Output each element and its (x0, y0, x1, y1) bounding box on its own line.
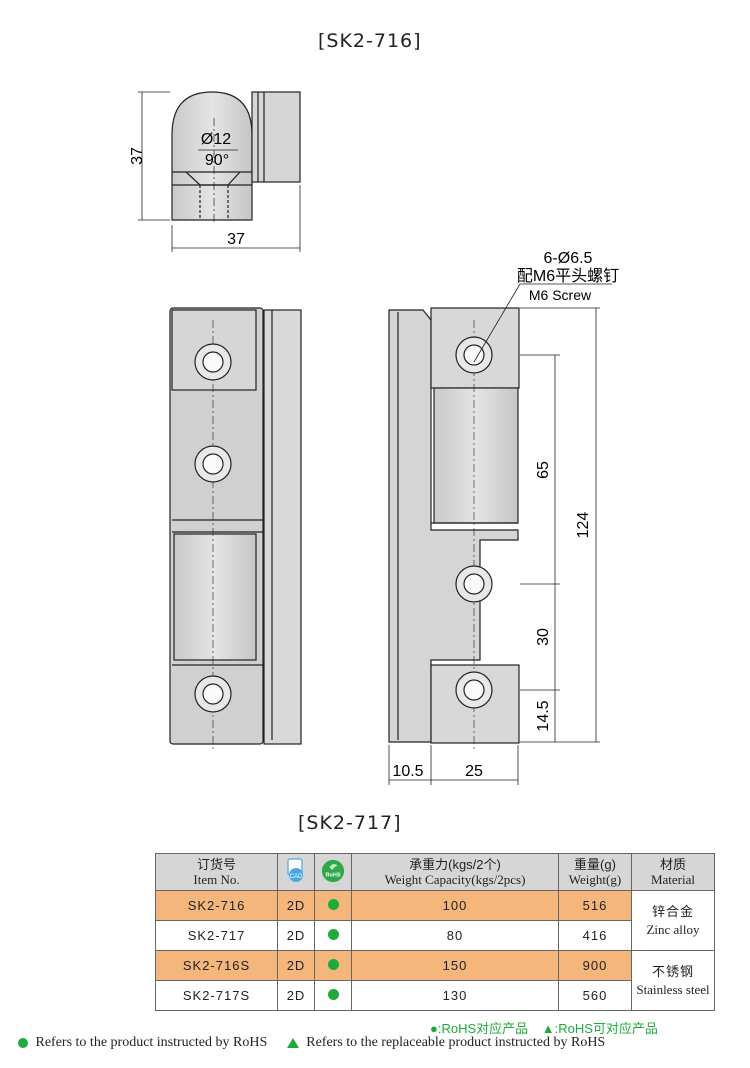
notes-cn: ●:RoHS对应产品 ▲:RoHS可对应产品 (430, 1018, 658, 1037)
cell-capacity: 100 (351, 890, 559, 921)
cell-item: SK2-717S (155, 980, 278, 1011)
cell-rohs (314, 920, 352, 951)
table-row: SK2-717S 2D 130 560 (155, 980, 715, 1011)
screw-en: M6 Screw (529, 287, 592, 303)
rohs-icon: RoHS (321, 857, 345, 885)
col-capacity: 承重力(kgs/2个) Weight Capacity(kgs/2pcs) (351, 853, 559, 891)
technical-drawing: 37 37 Ø12 90° (129, 91, 619, 785)
replace-legend: Refers to the replaceable product instru… (306, 1035, 606, 1050)
dim-10-5: 10.5 (392, 763, 423, 780)
dim-30: 30 (535, 628, 552, 646)
cad-icon: CAD (284, 857, 308, 885)
cell-item: SK2-716S (155, 950, 278, 981)
table-row: SK2-716 2D 100 516 锌合金 Zinc alloy (155, 890, 715, 951)
right-front-view (388, 307, 520, 750)
legend: Refers to the product instructed by RoHS… (18, 1035, 605, 1051)
left-front-view (169, 307, 302, 750)
bore-label: Ø12 (201, 131, 231, 148)
screw-cn: 配M6平头螺钉 (517, 267, 619, 285)
cell-rohs (314, 950, 352, 981)
rohs-dot-icon (327, 959, 339, 970)
col-item: 订货号 Item No. (155, 853, 278, 891)
col-weight: 重量(g) Weight(g) (558, 853, 632, 891)
green-dot-icon (18, 1037, 28, 1048)
cell-capacity: 80 (351, 920, 559, 951)
cell-weight: 516 (558, 890, 632, 921)
cell-material: 不锈钢 Stainless steel (631, 950, 715, 1011)
svg-text:CAD: CAD (290, 874, 303, 880)
green-triangle-icon (286, 1037, 299, 1048)
table-row: SK2-717 2D 80 416 (155, 920, 715, 951)
cell-cad: 2D (277, 890, 315, 921)
rohs-note-cn: ●:RoHS对应产品 (430, 1021, 529, 1036)
replace-note-cn: ▲:RoHS可对应产品 (541, 1021, 658, 1036)
hole-spec: 6-Ø6.5 (544, 250, 593, 267)
cell-weight: 416 (558, 920, 632, 951)
drawing-title-top: [SK2-716] (318, 30, 422, 52)
dim-lines (388, 307, 600, 785)
table-row: SK2-716S 2D 150 900 不锈钢 Stainless steel (155, 950, 715, 1011)
cell-cad: 2D (277, 950, 315, 981)
cell-capacity: 130 (351, 980, 559, 1011)
cell-rohs (314, 890, 352, 921)
dim-124: 124 (575, 512, 592, 539)
rohs-dot-icon (327, 899, 339, 910)
cell-rohs (314, 980, 352, 1011)
cell-weight: 560 (558, 980, 632, 1011)
dim-14-5: 14.5 (535, 700, 552, 731)
cell-item: SK2-717 (155, 920, 278, 951)
col-cad: CAD (277, 853, 315, 891)
cell-cad: 2D (277, 920, 315, 951)
cell-capacity: 150 (351, 950, 559, 981)
cell-item: SK2-716 (155, 890, 278, 921)
dim-65: 65 (535, 461, 552, 479)
rohs-dot-icon (327, 929, 339, 940)
dim-25: 25 (465, 763, 483, 780)
rohs-dot-icon (327, 989, 339, 1000)
screw-leader (473, 283, 612, 363)
cell-weight: 900 (558, 950, 632, 981)
dim-height-37: 37 (129, 147, 146, 165)
drawing-title-bottom: [SK2-717] (298, 812, 402, 834)
cell-material: 锌合金 Zinc alloy (631, 890, 715, 951)
top-view (138, 91, 301, 252)
rohs-legend: Refers to the product instructed by RoHS (35, 1035, 268, 1050)
col-material: 材质 Material (631, 853, 715, 891)
table-header: 订货号 Item No. CAD RoHS 承重力(kgs/ (155, 853, 715, 891)
angle-label: 90° (205, 152, 229, 169)
spec-table: 订货号 Item No. CAD RoHS 承重力(kgs/ (155, 853, 715, 1011)
dim-width-37: 37 (227, 231, 245, 248)
svg-text:RoHS: RoHS (325, 873, 340, 879)
col-rohs: RoHS (314, 853, 352, 891)
cell-cad: 2D (277, 980, 315, 1011)
